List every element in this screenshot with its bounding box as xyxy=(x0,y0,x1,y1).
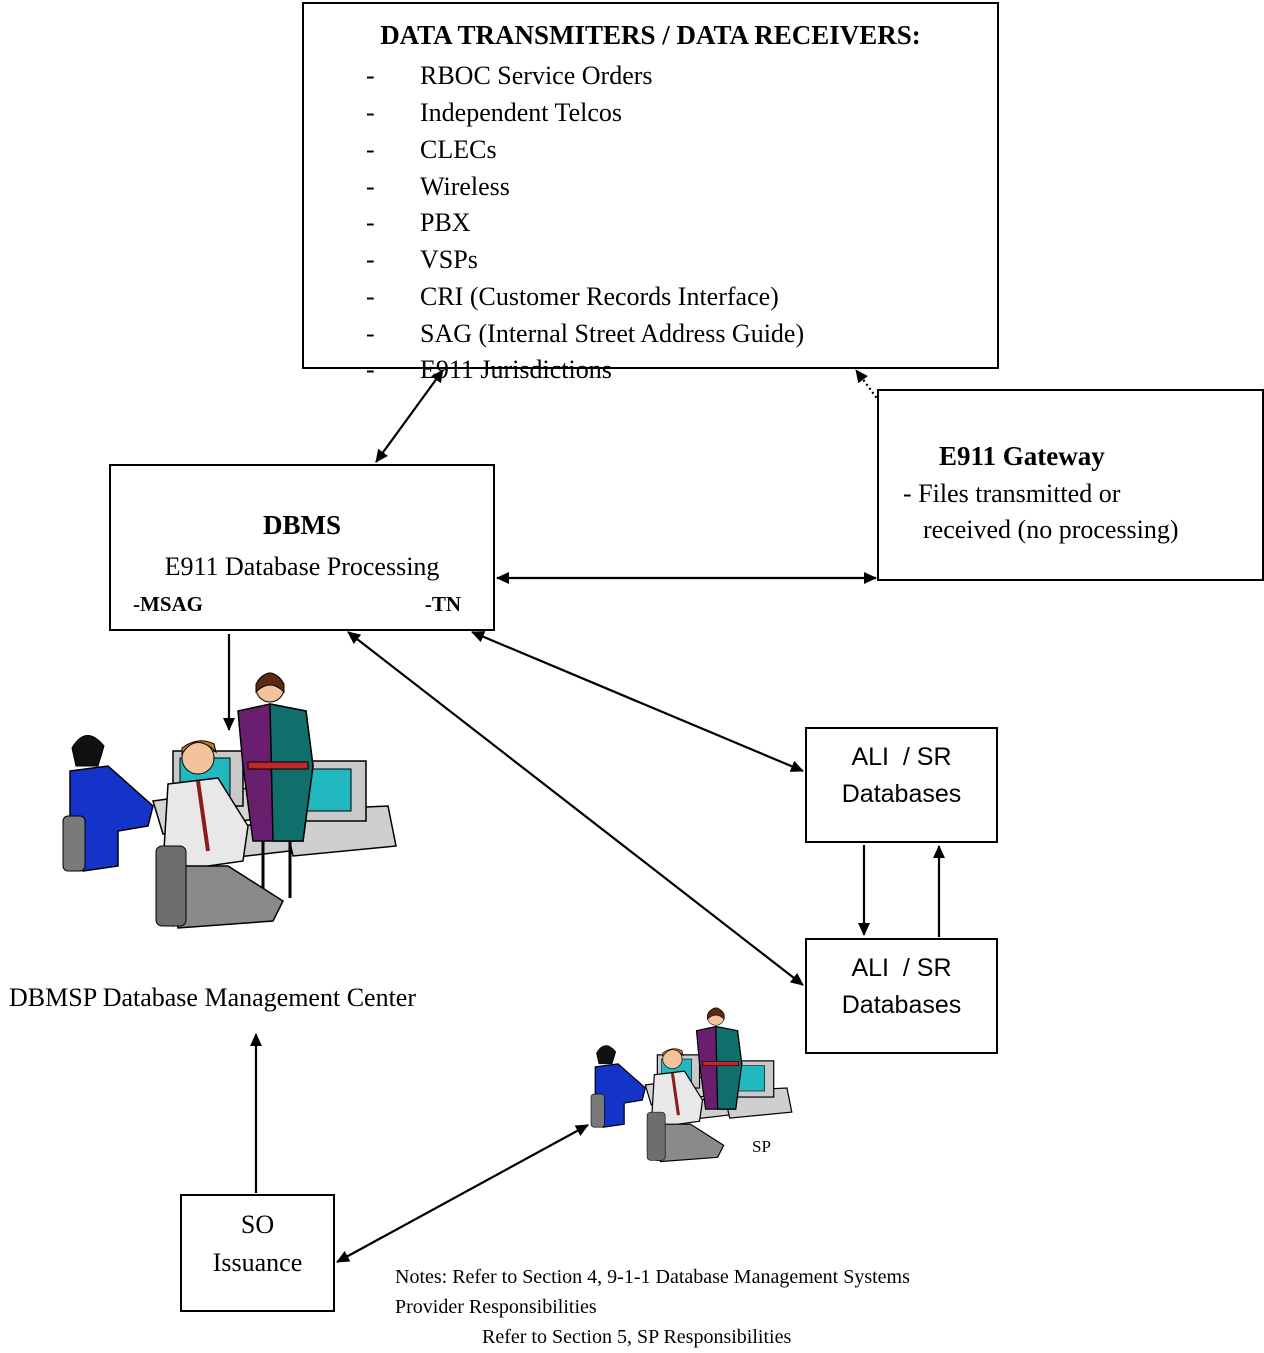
ali-primary-line-1: ALI / SR xyxy=(851,743,952,771)
gateway-line-1: - Files transmitted or xyxy=(903,479,1121,508)
sp-workstation-clipart xyxy=(590,1007,793,1163)
dbms-msag-tag: -MSAG xyxy=(133,592,203,616)
dbms-subtitle: E911 Database Processing xyxy=(164,552,440,581)
arrow-dbms-transmitters xyxy=(375,369,444,463)
so-issuance-box: SO Issuance xyxy=(180,1194,335,1312)
transmitter-item: -VSPs xyxy=(366,245,478,274)
gateway-title: E911 Gateway xyxy=(939,441,1105,471)
transmitters-title: DATA TRANSMITERS / DATA RECEIVERS: xyxy=(380,20,921,50)
ali-sr-databases-box-primary: ALI / SR Databases xyxy=(805,727,998,843)
transmitter-item-clipped: -E911 Jurisdictions xyxy=(366,355,612,384)
arrow-dbms-ali-secondary xyxy=(347,631,804,986)
database-management-center-label: DBMSP Database Management Center xyxy=(9,983,416,1012)
dbms-box: DBMS E911 Database Processing -MSAG -TN xyxy=(109,464,495,631)
transmitter-item: -Wireless xyxy=(366,172,510,201)
gateway-box: E911 Gateway - Files transmitted or rece… xyxy=(877,389,1264,581)
dbms-tn-tag: -TN xyxy=(424,592,461,616)
transmitter-item: -SAG (Internal Street Address Guide) xyxy=(366,319,805,348)
dbms-title: DBMS xyxy=(262,510,341,540)
notes-line-2: Provider Responsibilities xyxy=(395,1296,597,1318)
sp-label: SP xyxy=(752,1137,771,1156)
workstation-clipart xyxy=(62,672,397,929)
transmitter-item: -RBOC Service Orders xyxy=(366,61,653,90)
arrow-dbms-ali-primary xyxy=(471,630,804,773)
ali-secondary-line-1: ALI / SR xyxy=(851,954,952,982)
so-line-2: Issuance xyxy=(212,1248,303,1277)
ali-sr-databases-box-secondary: ALI / SR Databases xyxy=(805,938,998,1054)
notes-line-3: Refer to Section 5, SP Responsibilities xyxy=(482,1326,792,1348)
so-line-1: SO xyxy=(240,1210,275,1239)
arrow-gateway-transmitters xyxy=(855,369,925,463)
ali-secondary-line-2: Databases xyxy=(841,991,962,1019)
transmitter-item: -CLECs xyxy=(366,135,497,164)
notes-line-1: Notes: Refer to Section 4, 9-1-1 Databas… xyxy=(395,1266,910,1288)
transmitters-box: DATA TRANSMITERS / DATA RECEIVERS: -RBOC… xyxy=(302,2,999,384)
transmitter-item: -CRI (Customer Records Interface) xyxy=(366,282,779,311)
transmitter-item: -PBX xyxy=(366,208,471,237)
arrow-so-sp xyxy=(336,1124,589,1263)
transmitter-item: -Independent Telcos xyxy=(366,98,623,127)
gateway-line-2: received (no processing) xyxy=(923,515,1179,544)
ali-primary-line-2: Databases xyxy=(841,780,962,808)
